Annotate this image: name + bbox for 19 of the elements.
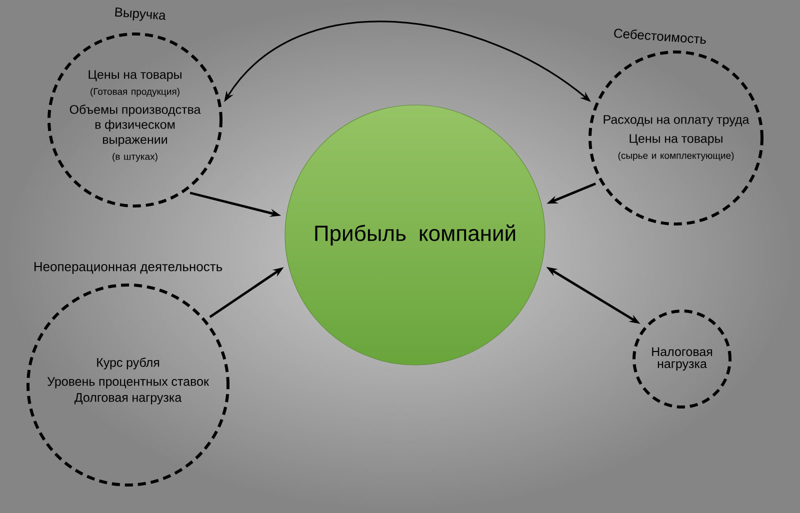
circle-text: (Готовая продукция) [90, 88, 180, 97]
dashed-circle [632, 310, 732, 408]
circle-text: Налоговая нагрузка [652, 347, 712, 371]
circle-text: (в штуках) [112, 152, 158, 162]
circle-heading: Выручка [115, 7, 166, 21]
circle-text: Цены на товары [630, 134, 722, 146]
dashed-circle [48, 7, 222, 208]
circle-text: Уровень процентных ставок [47, 377, 210, 388]
dashed-circle [26, 262, 230, 486]
circle-text: Долговая нагрузка [74, 393, 182, 404]
circle-text: (сырье и комплектующие) [618, 152, 734, 161]
circle-text: Расходы на оплату труда [604, 115, 750, 126]
circle-text: Курс рубля [97, 358, 160, 370]
dashed-circle [588, 28, 764, 226]
circle-heading: Себестоимость [614, 28, 706, 44]
circle-heading: Неоперационная деятельность [34, 262, 222, 274]
circle-text: Прибыль компаний [315, 224, 516, 246]
circle-text: Объемы производства в физическом выражении [70, 104, 201, 146]
circle-text: Цены на товары [88, 70, 182, 82]
